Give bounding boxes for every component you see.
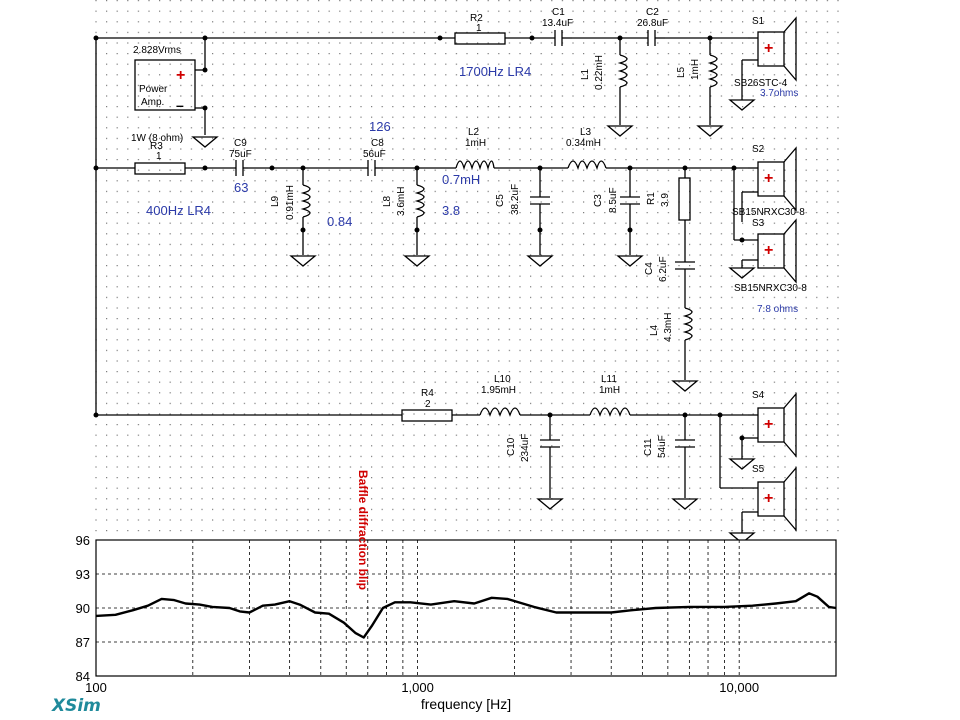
s4-plus-icon: + bbox=[764, 416, 773, 433]
c11-ref: C11 bbox=[643, 438, 654, 456]
s1-model: SB26STC-4 bbox=[734, 78, 788, 89]
chart-series-response-line bbox=[95, 592, 837, 639]
l8-ref: L8 bbox=[382, 195, 393, 207]
schematic-labels: 2.828Vrms Power Amp. + – 1W (8 ohm) R2 1… bbox=[131, 7, 807, 507]
l5-value: 1mH bbox=[690, 59, 701, 80]
speaker-s3-symbol bbox=[757, 218, 797, 284]
l2-ref: L2 bbox=[468, 127, 480, 138]
s1-plus-icon: + bbox=[764, 40, 773, 57]
s3-plus-icon: + bbox=[764, 242, 773, 259]
l4-ref: L4 bbox=[649, 324, 660, 336]
l11-ref: L11 bbox=[601, 374, 617, 385]
c1-ref: C1 bbox=[552, 7, 565, 18]
s3-ref: S3 bbox=[752, 218, 765, 229]
schematic-grid bbox=[88, 0, 848, 532]
speaker-s2-symbol bbox=[757, 146, 797, 212]
s3-impedance: 7.8 ohms bbox=[757, 304, 798, 315]
s2-plus-icon: + bbox=[764, 170, 773, 187]
chart-y-tick-label: 93 bbox=[76, 567, 90, 582]
c4-value: 6.2uF bbox=[658, 256, 669, 282]
s2-model: SB15NRXC30-8 bbox=[732, 207, 805, 218]
c4-ref: C4 bbox=[644, 262, 655, 275]
chart-y-tick-label: 84 bbox=[76, 669, 90, 684]
s1-impedance: 3.7ohms bbox=[760, 88, 798, 99]
l9-value: 0.91mH bbox=[285, 185, 296, 220]
r1-ref: R1 bbox=[646, 192, 657, 205]
l9-ref: L9 bbox=[270, 195, 281, 207]
l1-ref: L1 bbox=[580, 68, 591, 80]
note-38: 3.8 bbox=[442, 203, 460, 218]
c2-value: 26.8uF bbox=[637, 18, 668, 29]
minus-icon: – bbox=[176, 97, 184, 113]
s5-ref: S5 bbox=[752, 464, 765, 475]
c8-ref: C8 bbox=[371, 138, 384, 149]
c2-ref: C2 bbox=[646, 7, 659, 18]
l11-value: 1mH bbox=[599, 385, 620, 396]
power-amp-label-1: Power bbox=[139, 84, 168, 95]
r2-ref: R2 bbox=[470, 13, 483, 24]
schematic bbox=[95, 16, 797, 544]
chart-x-tick-label: 100 bbox=[85, 680, 107, 695]
chart-x-tick-labels: 100 1,000 10,000 bbox=[85, 680, 759, 695]
low-crossover-note: 400Hz LR4 bbox=[146, 203, 211, 218]
c5-value: 38.2uF bbox=[510, 184, 521, 215]
c5-ref: C5 bbox=[495, 194, 506, 207]
speaker-s1-symbol bbox=[757, 16, 797, 82]
l2-value: 1mH bbox=[465, 138, 486, 149]
l8-value: 3.6mH bbox=[396, 187, 407, 216]
note-084: 0.84 bbox=[327, 214, 352, 229]
l1-value: 0.22mH bbox=[594, 55, 605, 90]
l10-value: 1.95mH bbox=[481, 385, 516, 396]
s4-ref: S4 bbox=[752, 390, 765, 401]
chart-y-tick-labels: 96 93 90 87 84 bbox=[76, 533, 90, 684]
l3-ref: L3 bbox=[580, 127, 592, 138]
speaker-s4-symbol bbox=[757, 392, 797, 458]
junction-dots bbox=[93, 35, 745, 441]
l5-ref: L5 bbox=[676, 66, 687, 78]
r1-value: 3.9 bbox=[660, 193, 671, 207]
power-amp-label-2: Amp. bbox=[141, 97, 164, 108]
source-voltage-label: 2.828Vrms bbox=[133, 45, 181, 56]
s1-ref: S1 bbox=[752, 16, 765, 27]
r3-value: 1 bbox=[156, 151, 162, 162]
chart-x-tick-label: 1,000 bbox=[401, 680, 434, 695]
note-126: 126 bbox=[369, 119, 391, 134]
chart-x-axis-label: frequency [Hz] bbox=[421, 696, 511, 712]
c1-value: 13.4uF bbox=[542, 18, 573, 29]
c9-ref: C9 bbox=[234, 138, 247, 149]
chart-y-tick-label: 87 bbox=[76, 635, 90, 650]
note-63: 63 bbox=[234, 180, 248, 195]
plus-icon: + bbox=[176, 67, 185, 84]
c11-value: 54uF bbox=[657, 435, 668, 458]
l4-value: 4.3mH bbox=[663, 313, 674, 342]
l3-value: 0.34mH bbox=[566, 138, 601, 149]
s2-ref: S2 bbox=[752, 144, 765, 155]
chart-y-tick-label: 90 bbox=[76, 601, 90, 616]
tweeter-crossover-note: 1700Hz LR4 bbox=[459, 64, 531, 79]
c9-value: 75uF bbox=[229, 149, 252, 160]
c3-value: 8.5uF bbox=[608, 187, 619, 213]
load-label: 1W (8 ohm) bbox=[131, 133, 183, 144]
frequency-response-chart: 96 93 90 87 84 100 1,000 10,000 frequency [Hz]… bbox=[76, 470, 837, 712]
c3-ref: C3 bbox=[593, 194, 604, 207]
r3-ref: R3 bbox=[150, 141, 163, 152]
c8-value: 56uF bbox=[363, 149, 386, 160]
baffle-diffraction-annotation: Baffle diffraction blip bbox=[356, 470, 370, 590]
r2-value: 1 bbox=[476, 23, 482, 34]
s3-model: SB15NRXC30-8 bbox=[734, 283, 807, 294]
chart-x-tick-label: 10,000 bbox=[719, 680, 759, 695]
s5-plus-icon: + bbox=[764, 490, 773, 507]
l10-ref: L10 bbox=[494, 374, 511, 385]
r4-ref: R4 bbox=[421, 388, 434, 399]
r4-value: 2 bbox=[425, 399, 431, 410]
note-07mh: 0.7mH bbox=[442, 172, 480, 187]
speaker-s5-symbol bbox=[757, 466, 797, 532]
xsim-logo: XSim bbox=[52, 696, 101, 716]
chart-y-tick-label: 96 bbox=[76, 533, 90, 548]
c10-value: 234uF bbox=[520, 434, 531, 462]
c10-ref: C10 bbox=[506, 437, 517, 456]
